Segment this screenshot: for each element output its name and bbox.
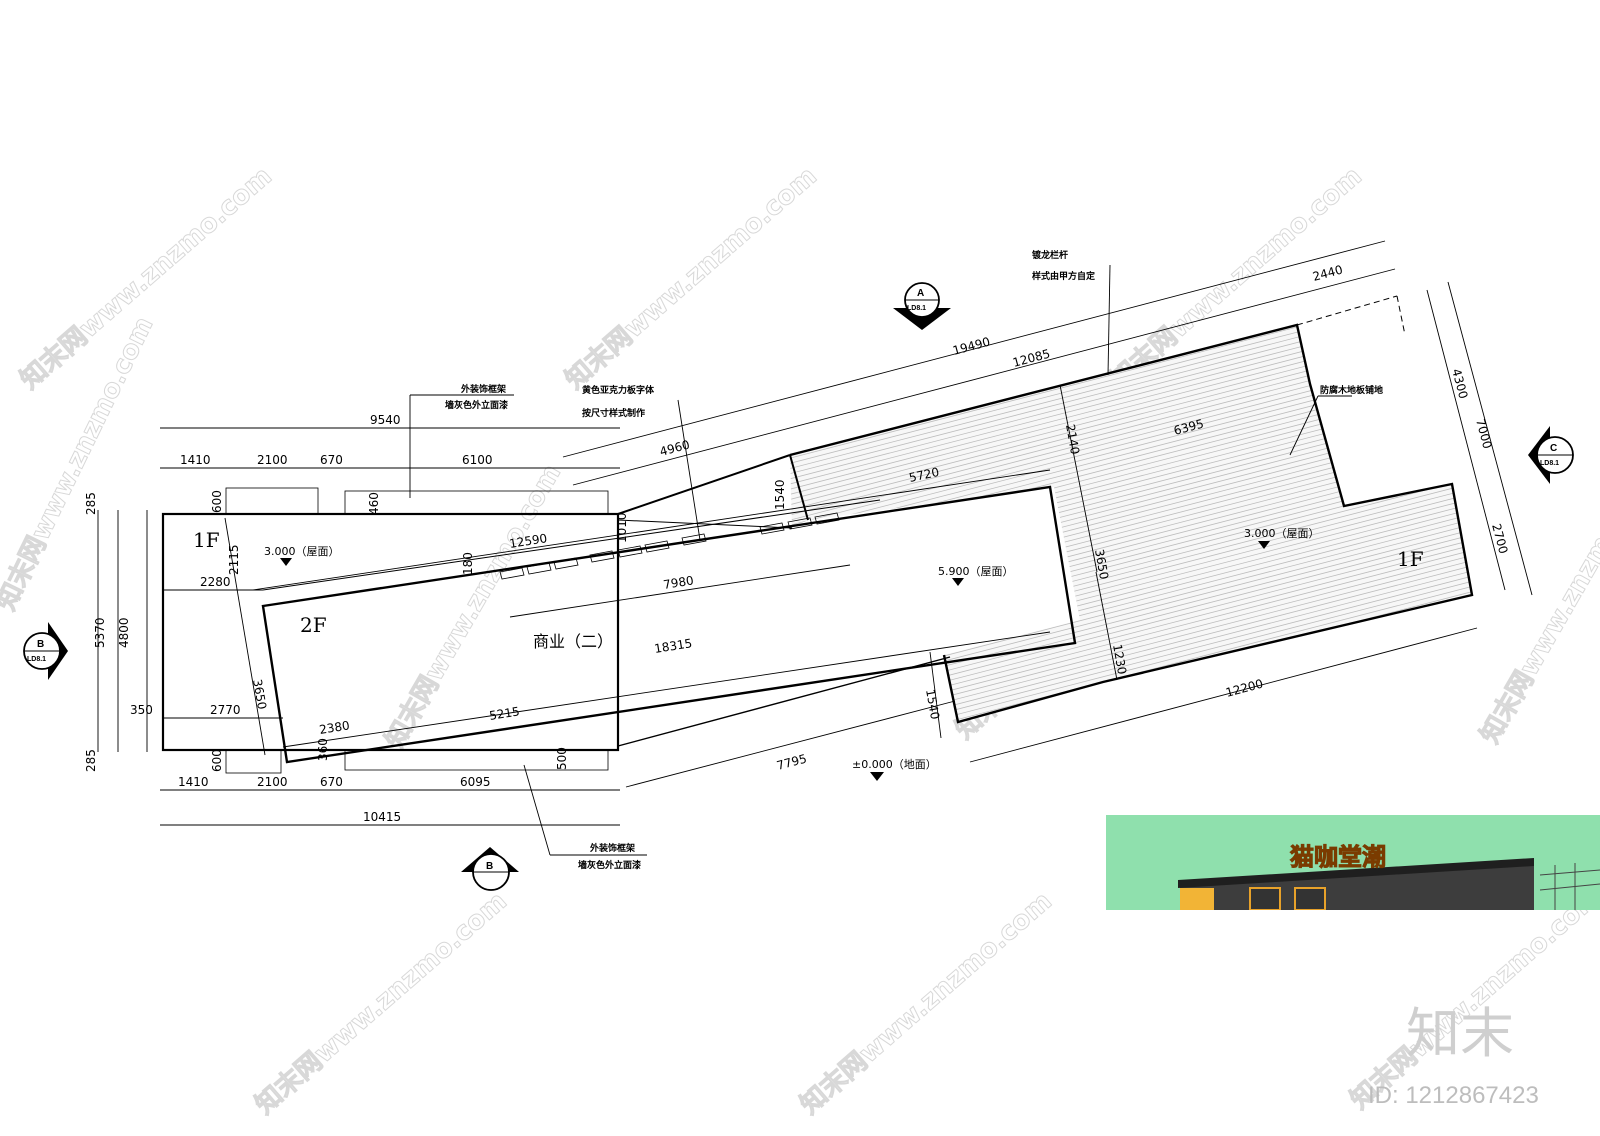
section-letter: C	[1550, 443, 1557, 454]
note-acrylic-1: 黄色亚克力板字体	[582, 384, 655, 396]
note-frame-bottom-1: 外装饰框架	[589, 842, 635, 854]
note-rail-2: 样式由甲方自定	[1032, 270, 1096, 282]
level-triangle-icon	[952, 578, 964, 586]
section-marker-b-bottom: B	[461, 847, 519, 890]
dim-text: 500	[555, 747, 569, 770]
section-letter: B	[486, 861, 493, 872]
dim-text: 1540	[773, 479, 787, 510]
level-triangle-icon	[280, 558, 292, 566]
dim-text: 7000	[1473, 417, 1494, 450]
dim-text: 4800	[117, 617, 131, 648]
watermark-layer: 知末网www.znzmo.com 知末网www.znzmo.com 知末网www…	[0, 161, 1600, 1120]
deck-hatch-line	[586, 163, 1554, 413]
document-id: ID: 1212867423	[1368, 1082, 1539, 1109]
section-sheet: LD8.1	[1540, 460, 1559, 467]
level-2f-roof: 5.900（屋面）	[938, 565, 1014, 578]
level-left-roof: 3.000（屋面）	[264, 545, 340, 558]
dim-text: 18315	[653, 636, 693, 656]
floor-label-1f-right: 1F	[1397, 547, 1424, 571]
deck-hatch-line	[585, 158, 1553, 408]
note-frame-bottom-2: 墙灰色外立面漆	[578, 859, 641, 871]
dim-text: 460	[367, 492, 381, 515]
watermark-text: 知末网www.znzmo.com	[0, 312, 160, 615]
dim-text: 285	[84, 749, 98, 772]
note-frame-top-2: 墙灰色外立面漆	[445, 399, 508, 411]
watermark-text: 知末网www.znzmo.com	[1345, 881, 1600, 1115]
dim-text: 10415	[363, 810, 401, 824]
dim-text: 2100	[257, 453, 288, 467]
dim-text: 670	[320, 453, 343, 467]
dim-text: 1410	[180, 453, 211, 467]
note-deck: 防腐木地板铺地	[1320, 384, 1383, 396]
watermark-text: 知末网www.znzmo.com	[380, 459, 567, 753]
floor-label-2f: 2F	[300, 613, 327, 637]
dim-text: 600	[210, 749, 224, 772]
dim-text: 1410	[178, 775, 209, 789]
watermark-text: 知末网www.znzmo.com	[250, 886, 513, 1120]
level-ground: ±0.000（地面）	[852, 758, 937, 771]
dim-text: 5370	[93, 617, 107, 648]
dim-text: 670	[320, 775, 343, 789]
dim-text: 7795	[775, 751, 808, 772]
dim-text: 12200	[1224, 676, 1265, 699]
deck-hatch-line	[587, 167, 1555, 417]
render-thumbnail: 猫咖堂潮	[1106, 815, 1600, 910]
dim-text: 9540	[370, 413, 401, 427]
acrylic-sign-boxes	[500, 513, 839, 579]
section-marker-c: C LD8.1	[1528, 426, 1573, 484]
dim-text: 2440	[1311, 262, 1344, 283]
dim-text: 350	[130, 703, 153, 717]
dim-text: 2770	[210, 703, 241, 717]
section-marker-b-left: B LD8.1	[24, 622, 68, 680]
level-triangle-icon	[870, 772, 884, 781]
facade-frame-top-left	[226, 488, 318, 514]
facade-frame-top-right	[345, 491, 608, 514]
floor-label-1f-left: 1F	[193, 528, 220, 552]
dim-text: 5215	[488, 704, 520, 723]
dim-text: 600	[210, 490, 224, 513]
dim-text: 6095	[460, 775, 491, 789]
render-sign-text: 猫咖堂潮	[1290, 843, 1386, 871]
note-acrylic-2: 按尺寸样式制作	[582, 407, 645, 419]
watermark-text: 知末网www.znzmo.com	[560, 161, 823, 395]
watermark-text: 知末网www.znzmo.com	[1475, 454, 1600, 748]
dim-text: 2115	[227, 544, 241, 575]
dim-text: 12085	[1011, 346, 1052, 369]
dim-text: 4300	[1449, 367, 1470, 400]
facade-frame-bottom-left	[226, 750, 281, 773]
dim-text: 6100	[462, 453, 493, 467]
deck-hatch-line	[571, 104, 1539, 354]
level-right-roof: 3.000（屋面）	[1244, 527, 1320, 540]
dim-text: 1010	[615, 512, 629, 543]
section-sheet: LD8.1	[27, 656, 46, 663]
watermark-text: 知末网www.znzmo.com	[795, 886, 1058, 1120]
note-frame-top-1: 外装饰框架	[460, 383, 506, 395]
dim-text: 285	[84, 492, 98, 515]
dim-text: 360	[316, 738, 330, 761]
room-name: 商业（二）	[533, 632, 613, 651]
dim-text: 2280	[200, 575, 231, 589]
watermark-text: 知末网www.znzmo.com	[15, 161, 278, 395]
deck-hatch-line	[572, 109, 1540, 359]
dim-text: 1540	[923, 688, 942, 721]
dim-text: 2100	[257, 775, 288, 789]
dim-text: 2700	[1489, 522, 1510, 555]
section-letter: A	[917, 288, 924, 299]
dim-text: 2380	[318, 718, 350, 737]
dim-text: 19490	[951, 334, 992, 357]
dim-text: 180	[461, 552, 475, 575]
section-letter: B	[37, 639, 44, 650]
brand-logo-text: 知末	[1406, 1002, 1514, 1065]
section-marker-a: A LD8.1	[893, 283, 951, 330]
note-rail-1: 镀龙栏杆	[1032, 249, 1068, 261]
section-sheet: LD8.1	[907, 305, 926, 312]
dim-text: 3650	[250, 678, 269, 711]
